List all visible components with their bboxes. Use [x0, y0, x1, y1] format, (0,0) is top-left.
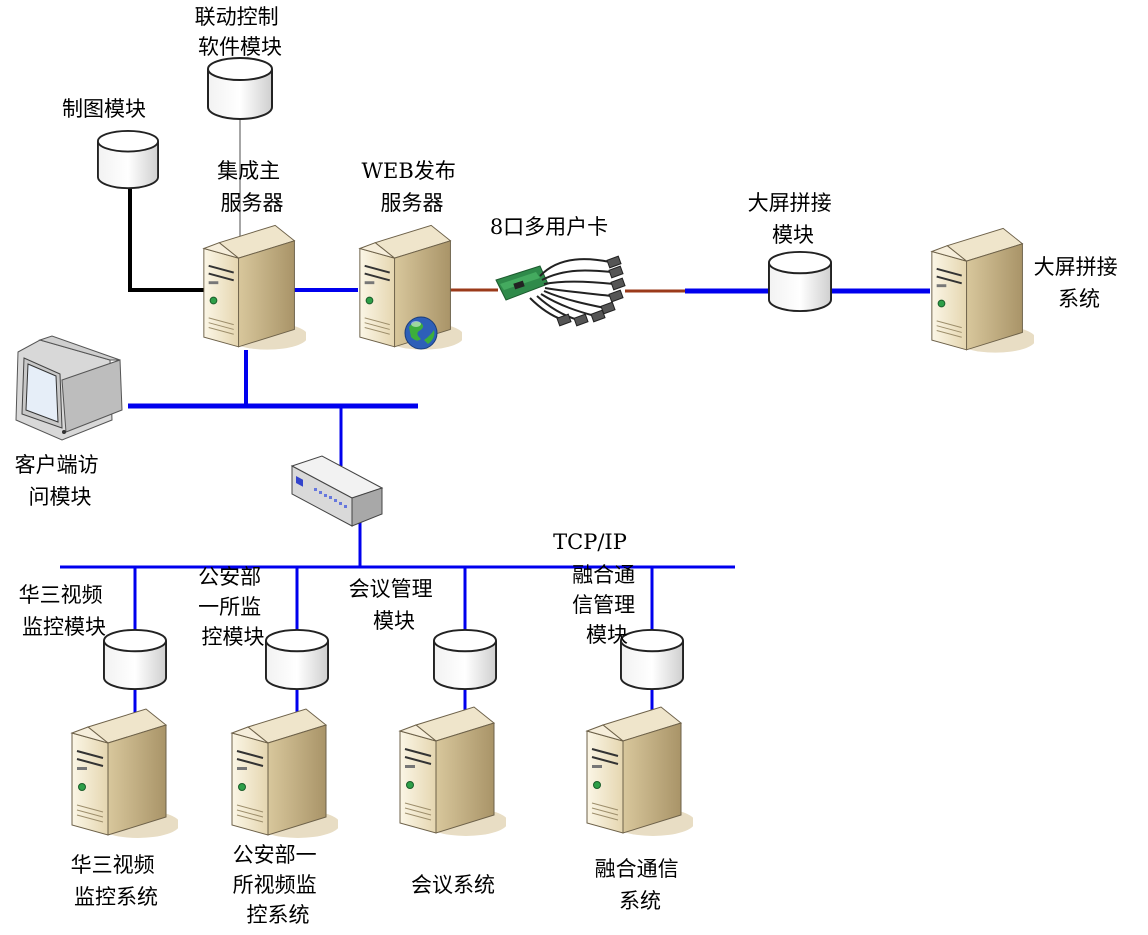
psb-module-label: 公安部 一所监 控模块	[198, 565, 268, 649]
meeting-module-icon	[433, 628, 497, 691]
connection-lines	[60, 118, 930, 715]
h3c-module-icon	[103, 628, 167, 691]
web-server-label: WEB发布 服务器	[361, 159, 462, 215]
main-server-icon[interactable]	[202, 224, 308, 351]
drawing-module-label: 制图模块	[62, 97, 146, 121]
serial-card-label: 8口多用户卡	[490, 215, 608, 239]
meeting-module-label: 会议管理 模块	[349, 577, 440, 633]
linkage-module-label: 联动控制 软件模块	[195, 5, 286, 59]
h3c-system-label: 华三视频 监控系统	[71, 853, 162, 909]
main-server-label: 集成主 服务器	[217, 159, 287, 215]
linkage-module-icon	[207, 57, 273, 120]
tcpip-label: TCP/IP	[553, 530, 627, 554]
psb-system-label: 公安部一 所视频监 控系统	[233, 843, 324, 927]
client-module-label: 客户端访 问模块	[15, 453, 106, 509]
bigscreen-server-icon[interactable]	[930, 227, 1036, 354]
web-server-icon[interactable]	[358, 224, 464, 351]
comm-system-label: 融合通信 系统	[595, 857, 686, 913]
comm-module-icon	[620, 628, 684, 691]
multiport-serial-card-icon	[495, 255, 626, 327]
drawing-module-icon	[97, 129, 159, 190]
meeting-server-icon[interactable]	[398, 706, 508, 838]
comm-server-icon[interactable]	[585, 706, 695, 838]
meeting-system-label: 会议系统	[411, 873, 495, 897]
bigscreen-module-icon	[768, 250, 832, 313]
psb-server-icon[interactable]	[230, 708, 340, 840]
bigscreen-module-label: 大屏拼接 模块	[748, 191, 839, 247]
crt-monitor-icon[interactable]	[15, 335, 123, 441]
h3c-server-icon[interactable]	[70, 708, 180, 840]
h3c-module-label: 华三视频 监控模块	[19, 583, 110, 639]
comm-module-label: 融合通 信管理 模块	[572, 563, 642, 647]
bigscreen-system-label: 大屏拼接 系统	[1034, 255, 1125, 311]
drawing-module-link	[128, 188, 208, 292]
network-switch-icon[interactable]	[290, 455, 384, 527]
psb-module-icon	[265, 628, 329, 691]
